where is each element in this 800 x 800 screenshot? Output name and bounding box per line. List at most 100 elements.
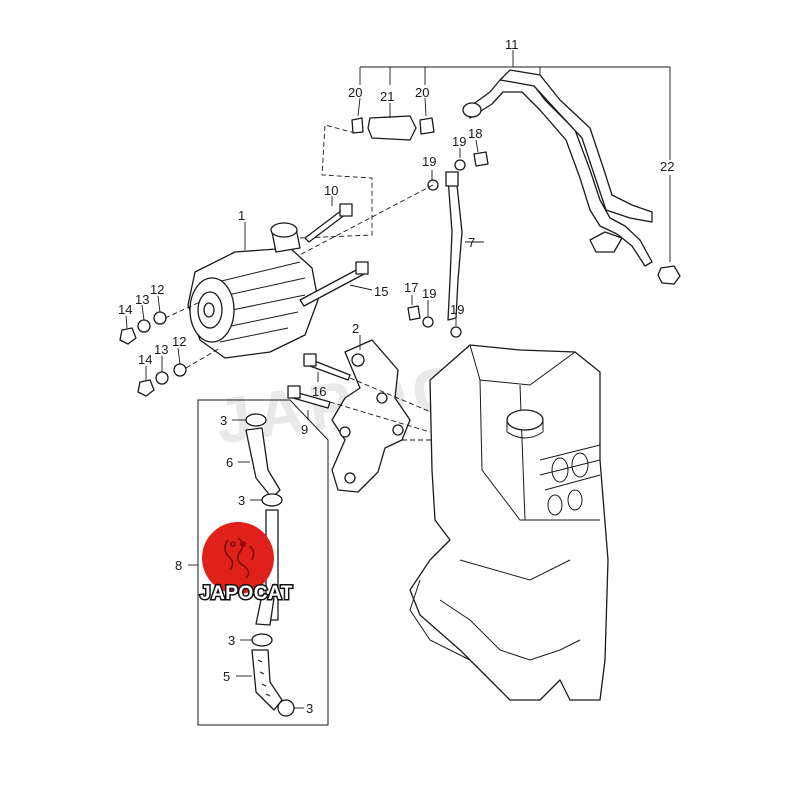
- callout-14-bottom: 14: [138, 352, 152, 367]
- japocat-logo: JAPOCAT: [199, 522, 294, 606]
- bracket-hole-bottom: [344, 472, 356, 484]
- callout-19-d: 19: [450, 302, 464, 317]
- callout-15: 15: [374, 284, 388, 299]
- callout-18: 18: [468, 126, 482, 141]
- callout-10: 10: [324, 183, 338, 198]
- assembly-box: [197, 399, 329, 726]
- bolt-15-head: [355, 261, 369, 275]
- callouts: 11 20 21 20 22 18 19 19 10 1 7 17 19 19 …: [118, 37, 674, 716]
- bolt-16-head: [303, 353, 317, 367]
- callout-20-right: 20: [415, 85, 429, 100]
- nut-14-bottom: [137, 379, 155, 397]
- callout-11-bracket: [359, 50, 671, 160]
- leaders-20-21: [357, 97, 427, 118]
- bolt-9-head: [287, 385, 301, 399]
- callout-20-left: 20: [348, 85, 362, 100]
- bracket-hole-mid: [376, 392, 388, 404]
- callout-16: 16: [312, 384, 326, 399]
- callout-2: 2: [352, 321, 359, 336]
- bracket-body: [331, 339, 411, 493]
- callout-9: 9: [301, 422, 308, 437]
- callout-7: 7: [468, 235, 475, 250]
- pulley-center: [203, 302, 215, 318]
- hose-5-texture: [257, 659, 271, 697]
- callout-13-top: 13: [135, 292, 149, 307]
- callout-3-c: 3: [228, 633, 235, 648]
- washer-19-mid: [422, 316, 434, 328]
- logo-text: JAPOCAT: [200, 583, 293, 604]
- washer-13-top: [137, 319, 151, 333]
- line-7: [447, 175, 463, 321]
- callout-6: 6: [226, 455, 233, 470]
- oil-cap: [506, 409, 544, 431]
- callout-17: 17: [404, 280, 418, 295]
- callout-3-d: 3: [306, 701, 313, 716]
- hose-assembly-8: [188, 399, 329, 726]
- callout-3-b: 3: [238, 493, 245, 508]
- pump-cap: [270, 222, 298, 238]
- washer-19-top-right: [454, 159, 466, 171]
- port-3: [547, 494, 563, 516]
- hose-5: [251, 649, 283, 711]
- washer-12-top: [153, 311, 167, 325]
- alternator-fins: [204, 261, 306, 343]
- hose-21: [367, 115, 417, 141]
- washer-12-bottom: [173, 363, 187, 377]
- leader-15: [349, 284, 373, 291]
- bolt-17: [407, 305, 421, 321]
- fitting-top: [445, 171, 459, 187]
- callout-11: 11: [505, 37, 519, 52]
- port-1: [551, 457, 569, 483]
- callout-19-a: 19: [452, 134, 466, 149]
- nut-14-top: [119, 327, 137, 345]
- clip-20-right: [419, 117, 435, 135]
- engine-edges: [469, 344, 600, 521]
- leaders-17-18-19: [411, 139, 479, 326]
- bolt-18: [473, 151, 489, 167]
- route-line-19: [289, 184, 434, 261]
- clamp-3-a: [245, 413, 267, 427]
- bolt-10-head: [339, 203, 353, 217]
- secondary-tube: [499, 69, 653, 223]
- bracket-hole-left: [339, 426, 351, 438]
- clamp-3-b: [261, 493, 283, 507]
- bracket-hole-right: [392, 424, 404, 436]
- oil-cap-side: [506, 420, 544, 439]
- callout-21: 21: [380, 89, 394, 104]
- callout-8: 8: [175, 558, 182, 573]
- tube-assembly: [299, 50, 681, 285]
- cap-22: [657, 265, 681, 285]
- washer-19-low: [450, 326, 462, 338]
- cylinder-head-lines: [539, 444, 601, 491]
- callout-13-bottom: 13: [154, 342, 168, 357]
- bracket-hole-top: [351, 353, 365, 367]
- clip-20-left: [351, 117, 364, 134]
- callout-22: 22: [660, 159, 674, 174]
- leaders-12-13-14: [125, 295, 181, 380]
- callout-19-b: 19: [422, 154, 436, 169]
- pipe-bend: [255, 594, 275, 626]
- main-tube: [467, 79, 653, 267]
- callout-19-c: 19: [422, 286, 436, 301]
- route-line-top: [299, 124, 373, 239]
- port-2: [571, 452, 589, 478]
- callout-12-bottom: 12: [172, 334, 186, 349]
- port-4: [567, 489, 583, 511]
- engine-outline: [409, 344, 609, 701]
- tube-clamp: [589, 231, 623, 253]
- washer-lines: [164, 301, 221, 369]
- callout-14-top: 14: [118, 302, 132, 317]
- callout-3-a: 3: [220, 413, 227, 428]
- clamp-3-d: [277, 699, 295, 717]
- tube-end: [462, 102, 482, 118]
- line-7-group: [289, 139, 489, 338]
- clamp-3-c: [251, 633, 273, 647]
- bracket-2: [287, 335, 451, 493]
- callout-12-top: 12: [150, 282, 164, 297]
- engine-block: [409, 344, 609, 701]
- washer-13-bottom: [155, 371, 169, 385]
- logo-cat-icon: [224, 537, 255, 579]
- callout-1: 1: [238, 208, 245, 223]
